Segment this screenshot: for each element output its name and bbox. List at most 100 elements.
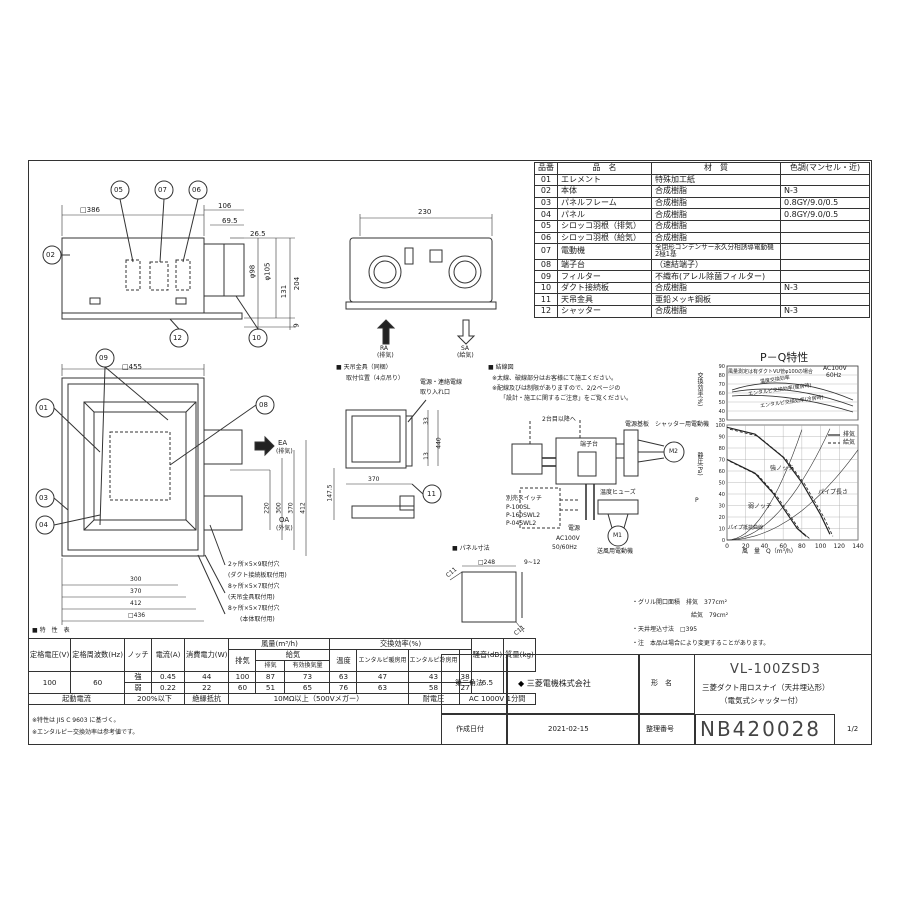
pq-y2tick: 70 <box>719 382 725 388</box>
callout-08: 08 <box>259 401 268 409</box>
parts-cell <box>780 231 870 245</box>
parts-header-material: 材 質 <box>651 162 781 175</box>
parts-cell: N-3 <box>780 305 870 318</box>
spec-note-2: ※エンタルピー交換効率は参考値です。 <box>32 729 139 736</box>
dim-h-412: 412 <box>130 600 142 607</box>
spec-title-text: 特 性 表 <box>39 627 70 634</box>
parts-cell: パネル <box>557 208 652 221</box>
hanger-dim-13: 13 <box>422 452 430 460</box>
pq-supply-1: AC100V <box>823 365 847 372</box>
dim-v-300: 300 <box>275 502 283 514</box>
spec-tmp-weak: 76 <box>329 682 358 694</box>
spec-start-val: 200%以下 <box>124 693 186 705</box>
spec-sh-tmp: 温度 <box>329 649 358 672</box>
change-note: ・注 本品は場合により変更することがあります。 <box>632 640 770 647</box>
hanger-sub: 取付位置（4点吊り） <box>346 375 404 382</box>
dim-98: φ98 <box>248 264 257 279</box>
pq-y2tick: 50 <box>719 400 725 406</box>
hole-note-2: (ダクト接続板取付用) <box>228 572 287 579</box>
spec-h-airflow: 風量(m³/h) <box>228 638 331 650</box>
pq-legend-sup: 給気 <box>843 439 856 446</box>
wiring-switch-1: P-100SL <box>506 504 531 511</box>
tb-angle-cell <box>441 654 507 714</box>
panel-d9: 9~12 <box>524 559 541 566</box>
parts-cell: パネルフレーム <box>557 196 652 210</box>
hanger-dim-440: 440 <box>435 437 443 449</box>
pq-ann-pipecurve: パイプ抵抗曲線 <box>728 525 764 531</box>
dim-h-300: 300 <box>130 576 142 583</box>
parts-cell: 合成樹脂 <box>651 231 781 245</box>
callout-10: 10 <box>252 334 261 342</box>
wiring-room: 2台目以降へ <box>542 416 576 423</box>
callout-02: 02 <box>46 251 55 259</box>
parts-cell: 01 <box>534 173 558 187</box>
parts-cell: 特殊加工紙 <box>651 173 781 187</box>
parts-cell: 合成樹脂 <box>651 281 781 295</box>
dim-h-370: 370 <box>130 588 142 595</box>
parts-cell: エレメント <box>557 173 652 187</box>
sa-label: SA <box>461 345 470 352</box>
wiring-switch: 別売スイッチ <box>506 495 543 502</box>
grill-note: ・グリル開口面積 排気 377cm² <box>632 599 728 606</box>
hole-note-5: 8ヶ所×5×7取付穴 <box>228 605 280 612</box>
spec-h-weak: 63 <box>356 682 409 694</box>
dim-106: 106 <box>218 202 232 210</box>
hanger-title: ■ 天吊金具（同梱） <box>336 364 392 371</box>
pq-ann-weak: 弱ノッチ <box>748 503 772 510</box>
tb-form-cell <box>639 654 695 714</box>
panel-title: ■ パネル寸法 <box>452 545 490 552</box>
spec-sh-h: エンタルピ暖房用 <box>356 649 409 672</box>
tb-date-label: 作成日付 <box>456 725 484 733</box>
parts-cell: 07 <box>534 243 558 260</box>
parts-cell <box>780 258 870 272</box>
wiring-terminal: 端子台 <box>580 441 599 448</box>
pq-y2tick: 90 <box>719 364 725 370</box>
dim-131: 131 <box>280 284 289 299</box>
spec-wv-label: 耐電圧 <box>407 693 460 705</box>
parts-cell: 電動機 <box>557 243 652 260</box>
oa-sub: (外気) <box>276 525 293 532</box>
pq-eff-curve <box>731 388 854 407</box>
spec-sup-weak: 51 <box>255 682 286 694</box>
parts-cell: 09 <box>534 270 558 283</box>
panel-d248: □248 <box>478 559 496 566</box>
hanger-title-text: 天吊金具（同梱） <box>343 364 392 371</box>
spec-ex-weak: 60 <box>228 682 257 694</box>
spec-w-weak: 22 <box>184 682 230 694</box>
spec-ins-val: 10MΩ以上（500Vメガー） <box>228 693 409 705</box>
ceiling-note: ・天井埋込寸法 □395 <box>632 626 698 633</box>
grill-note-2: 給気 79cm² <box>691 612 729 619</box>
dim-69-5: 69.5 <box>222 217 238 225</box>
pq-xtick: 60 <box>779 543 787 550</box>
parts-header-name: 品 名 <box>557 162 652 175</box>
tb-form-label: 形 名 <box>651 679 672 687</box>
spec-eff-strong: 73 <box>284 671 331 683</box>
hanger-dim-147: 147.5 <box>326 484 334 502</box>
pq-xtick: 80 <box>798 543 806 550</box>
pq-title: P－Q特性 <box>760 351 809 364</box>
tb-company-text: 三菱電機株式会社 <box>526 679 591 688</box>
hole-note-1: 2ヶ所×5×9取付穴 <box>228 561 280 568</box>
wiring-blower: 送風用電動機 <box>597 548 634 555</box>
callout-06: 06 <box>192 186 201 194</box>
hanger-label-2: 取り入れ口 <box>420 389 451 396</box>
spec-eff-weak: 65 <box>284 682 331 694</box>
wiring-note-1: ※太線、破線部分はお客様にて施工ください。 <box>492 375 618 382</box>
spec-sh-sup-ex: 排気 <box>255 660 286 672</box>
wiring-title: ■ 結線図 <box>488 364 514 371</box>
callout-11: 11 <box>427 490 436 498</box>
parts-cell: N-3 <box>780 185 870 198</box>
tb-num-cell <box>695 714 835 745</box>
callout-01: 01 <box>39 404 48 412</box>
pq-xtick: 20 <box>742 543 750 550</box>
parts-cell: 合成樹脂 <box>651 305 781 318</box>
pq-y2tick: 30 <box>719 418 725 424</box>
pq-y2tick: 40 <box>719 409 725 415</box>
callout-03: 03 <box>39 494 48 502</box>
ea-sub: (排気) <box>276 448 293 455</box>
spec-wv-val: AC 1000V 1分間 <box>458 693 536 705</box>
spec-note-1: ※特性は JIS C 9603 に基づく。 <box>32 717 120 724</box>
